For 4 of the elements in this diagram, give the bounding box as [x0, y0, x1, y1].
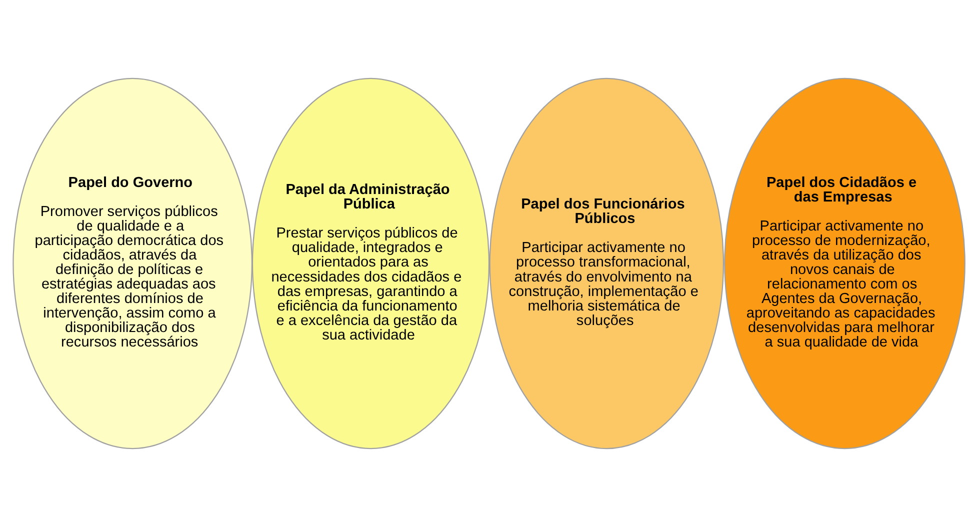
node-ellipse: Papel dos Funcionários Públicos Participar activamente no processo transformacional, através do envolvimento na construção, implementação e melhoria sistemática de soluções [489, 77, 724, 449]
node-ellipse: Papel do Governo Promover serviços públicos de qualidade e a participação democrática dos cidadãos, através da definição de políticas e estratégias adequadas aos diferentes domínios de intervenção, assim como a disponibilização dos recursos necessários [12, 77, 253, 449]
node-ellipse: Papel da Administração Pública Prestar serviços públicos de qualidade, integrados e orientados para as necessidades dos cidadãos e das empresas, garantindo a eficiência da funcionamento e a excelência da gestão da sua actividade [252, 77, 490, 449]
node-ellipse: Papel dos Cidadãos e das Empresas Participar activamente no processo de modernização, através da utilização dos novos canais de relacionamento com os Agentes da Governação, aproveitando as capacidades desenvolvidas para melhorar a sua qualidade de vida [724, 77, 966, 449]
